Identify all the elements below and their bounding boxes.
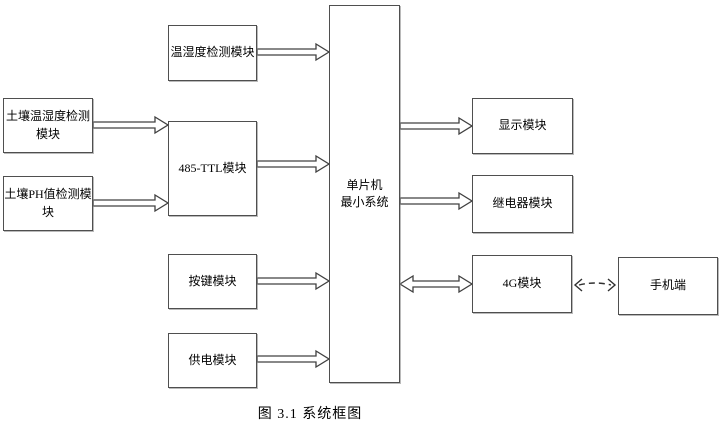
box-485-ttl-module: 485-TTL模块 bbox=[168, 121, 257, 216]
arrow-485-to-mcu bbox=[256, 154, 331, 174]
arrow-temp-humidity-to-mcu bbox=[256, 42, 331, 62]
arrow-4g-phone-dashed bbox=[573, 278, 617, 292]
box-soil-temp-humidity-detect: 土壤温湿度检测 模块 bbox=[3, 98, 93, 153]
box-display-module: 显示模块 bbox=[472, 98, 573, 154]
arrow-keypad-to-mcu bbox=[256, 271, 331, 291]
box-phone-terminal: 手机端 bbox=[618, 257, 718, 315]
arrow-soil-ph-to-485 bbox=[92, 193, 170, 213]
arrow-mcu-to-relay bbox=[399, 191, 474, 211]
arrow-soil-temp-humidity-to-485 bbox=[92, 115, 170, 135]
arrow-mcu-to-display bbox=[399, 116, 474, 136]
box-4g-module: 4G模块 bbox=[472, 255, 572, 313]
box-temp-humidity-detect: 温湿度检测模块 bbox=[168, 25, 257, 81]
box-keypad-module: 按键模块 bbox=[168, 254, 257, 309]
box-power-module: 供电模块 bbox=[168, 333, 257, 388]
box-mcu-minimal-system: 单片机 最小系统 bbox=[329, 5, 400, 383]
diagram-caption: 图 3.1 系统框图 bbox=[257, 407, 363, 422]
arrow-power-to-mcu bbox=[256, 349, 331, 369]
box-relay-module: 继电器模块 bbox=[472, 175, 573, 233]
arrow-mcu-4g-bidirectional bbox=[398, 274, 474, 294]
box-soil-ph-detect: 土壤PH值检测模 块 bbox=[3, 176, 93, 231]
